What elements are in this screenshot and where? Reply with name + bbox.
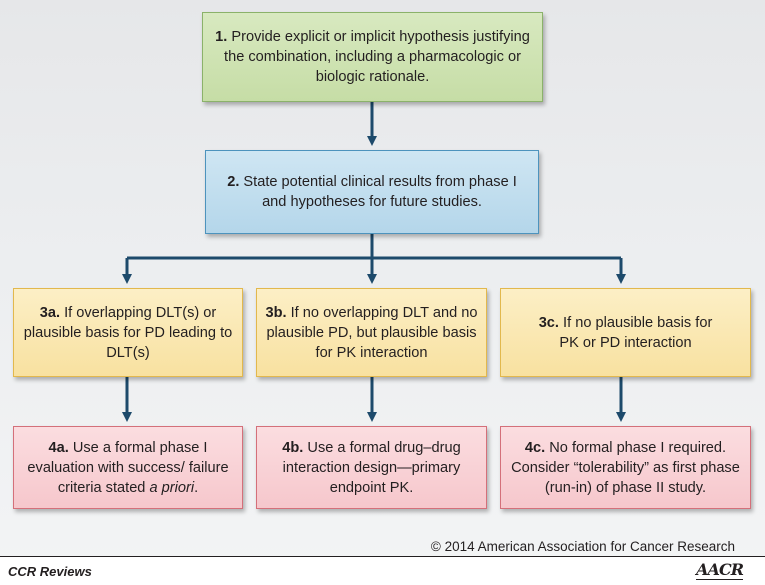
step-1-box: 1. Provide explicit or implicit hypothes… <box>202 12 543 102</box>
step-number: 3b. <box>265 304 287 321</box>
step-4b-box: 4b. Use a formal drug–drug interaction d… <box>256 426 487 509</box>
step-text: If no plausible basis for PK or PD inter… <box>558 314 713 351</box>
step-number: 3c. <box>538 314 559 331</box>
step-number: 4b. <box>282 439 304 456</box>
step-4c-box: 4c. No formal phase I required. Consider… <box>500 426 751 509</box>
step-text: Use a formal drug–drug interaction desig… <box>282 439 461 496</box>
aacr-logo: AACR <box>696 560 744 580</box>
step-number: 3a. <box>39 304 61 321</box>
footer-bar: CCR Reviews AACR <box>0 556 765 585</box>
step-text: Provide explicit or implicit hypothesis … <box>224 29 530 85</box>
journal-name: CCR Reviews <box>8 564 92 579</box>
step-number: 1. <box>215 29 228 45</box>
step-number: 4a. <box>48 439 69 456</box>
step-2-box: 2. State potential clinical results from… <box>205 150 539 234</box>
step-3c-box: 3c. If no plausible basis for PK or PD i… <box>500 288 751 377</box>
step-3b-box: 3b. If no overlapping DLT and no plausib… <box>256 288 487 377</box>
step-text: If no overlapping DLT and no plausible P… <box>266 304 478 361</box>
step-text-end: . <box>194 479 199 496</box>
step-4a-box: 4a. Use a formal phase I evaluation with… <box>13 426 243 509</box>
step-text: Use a formal phase I evaluation with suc… <box>27 439 229 496</box>
step-text: State potential clinical results from ph… <box>239 174 517 210</box>
copyright-notice: © 2014 American Association for Cancer R… <box>430 539 735 554</box>
step-text: If overlapping DLT(s) or plausible basis… <box>23 304 233 361</box>
step-text-italic: a priori <box>149 479 195 496</box>
step-3a-box: 3a. If overlapping DLT(s) or plausible b… <box>13 288 243 377</box>
step-text: No formal phase I required. Consider “to… <box>511 439 740 496</box>
step-number: 2. <box>227 174 240 190</box>
step-number: 4c. <box>524 439 546 456</box>
